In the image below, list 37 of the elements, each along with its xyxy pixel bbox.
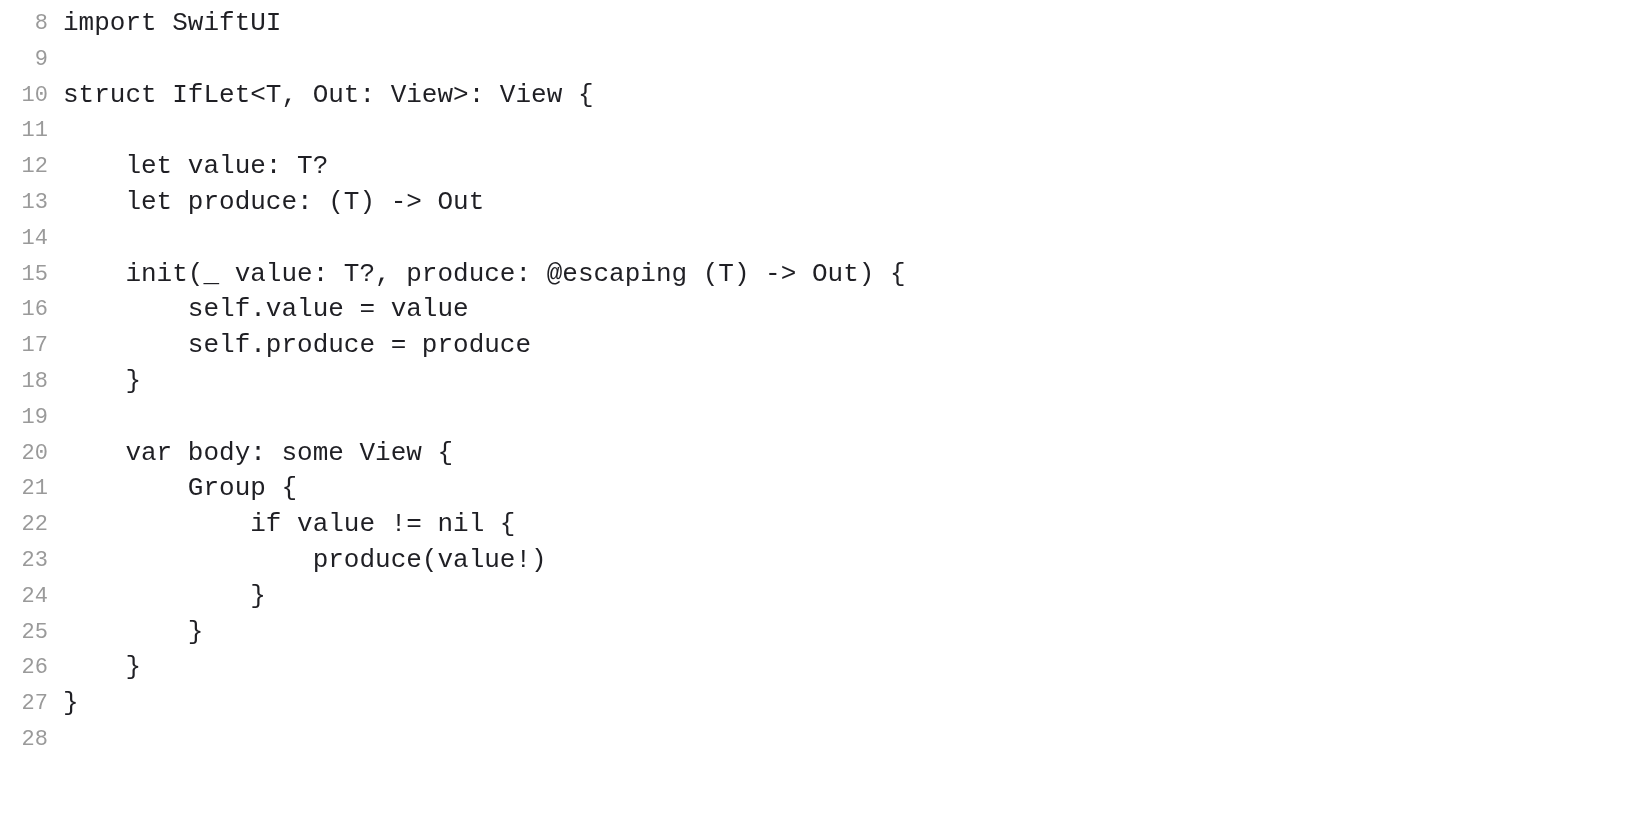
code-line: } xyxy=(249,579,266,613)
code-line: struct IfLet<T, Out: View>: View { xyxy=(63,78,594,112)
line-number: 25 xyxy=(20,618,48,647)
line-number: 23 xyxy=(20,546,48,575)
code-line: } xyxy=(186,615,204,649)
code-line: self.value = value xyxy=(186,293,469,327)
line-number: 21 xyxy=(20,475,48,504)
line-number: 19 xyxy=(20,403,48,432)
code-line: } xyxy=(124,651,141,685)
code-line: import SwiftUI xyxy=(63,7,282,40)
line-number: 24 xyxy=(20,582,48,611)
line-number: 12 xyxy=(20,153,48,182)
code-line: let produce: (T) -> Out xyxy=(124,186,485,219)
line-number: 16 xyxy=(20,296,48,325)
line-number: 28 xyxy=(20,725,48,754)
line-number: 14 xyxy=(20,224,48,253)
code-line: } xyxy=(124,364,141,398)
line-number: 15 xyxy=(20,260,48,289)
line-number: 18 xyxy=(20,367,48,396)
code-line: let value: T? xyxy=(124,150,329,184)
line-number: 9 xyxy=(33,45,48,74)
code-line: init(_ value: T?, produce: @escaping (T) -> Out) { xyxy=(124,257,906,291)
code-line: produce(value!) xyxy=(311,543,547,577)
code-line: self.produce = produce xyxy=(186,329,532,363)
line-number: 10 xyxy=(20,81,48,110)
line-number: 22 xyxy=(20,511,48,540)
line-number: 27 xyxy=(20,690,48,719)
line-number: 17 xyxy=(20,332,48,361)
code-line: if value != nil { xyxy=(249,508,516,542)
code-line: } xyxy=(63,687,79,721)
line-number: 20 xyxy=(20,439,48,468)
line-number: 13 xyxy=(20,189,48,217)
line-number: 26 xyxy=(20,654,48,683)
code-line: var body: some View { xyxy=(124,436,454,470)
line-number: 11 xyxy=(20,117,48,146)
code-line: Group { xyxy=(186,472,298,506)
line-number: 8 xyxy=(33,10,48,38)
